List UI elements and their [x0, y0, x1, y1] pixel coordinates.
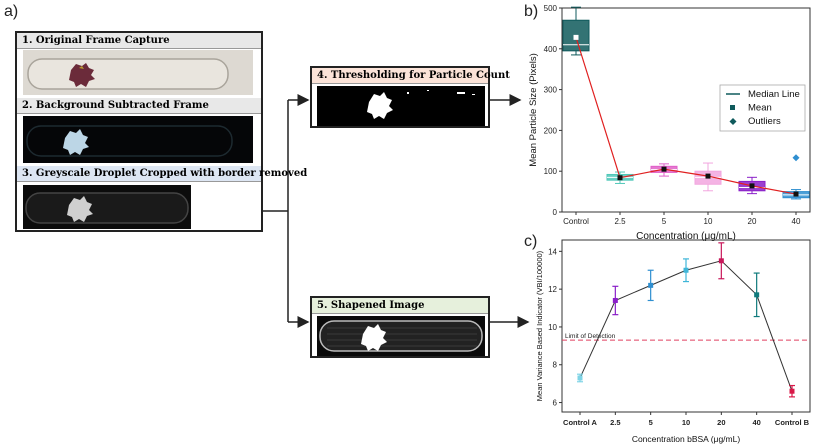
x-tick-label: 2.5 — [610, 418, 620, 427]
panel-label-a: a) — [4, 3, 19, 20]
x-tick-label: 40 — [792, 217, 801, 226]
outlier-marker — [792, 154, 800, 162]
data-point — [754, 292, 760, 298]
greyscale-droplet-svg — [25, 192, 189, 224]
legend-swatch-outliers — [729, 118, 737, 125]
mean-marker — [705, 173, 711, 179]
y-tick-label: 300 — [544, 86, 558, 95]
data-point — [683, 267, 689, 273]
plot-frame — [561, 7, 811, 213]
x-tick-label: 5 — [649, 418, 653, 427]
x-tick-label: 10 — [704, 217, 713, 226]
data-point — [648, 282, 654, 288]
x-tick-label: 5 — [662, 217, 667, 226]
data-point — [577, 375, 583, 381]
x-tick-label: 40 — [752, 418, 760, 427]
mean-marker — [573, 34, 579, 40]
step4-title: 4. Thresholding for Particle Count — [312, 68, 510, 84]
original-frame-image — [23, 50, 253, 95]
background-subtracted-svg — [26, 125, 233, 157]
legend-label: Mean — [748, 103, 772, 114]
x-axis-label: Concentration bBSA (μg/mL) — [632, 434, 741, 444]
mean-marker — [617, 175, 623, 181]
y-tick-label: 400 — [544, 45, 558, 54]
y-tick-label: 500 — [544, 4, 558, 13]
mean-marker — [793, 191, 799, 197]
step2-section: 2. Background Subtracted Frame — [17, 98, 261, 165]
step1-section: 1. Original Frame Capture — [17, 33, 261, 97]
data-point — [718, 258, 724, 264]
mean-marker — [749, 183, 755, 189]
legend-swatch-mean — [730, 105, 735, 110]
legend-label: Median Line — [748, 89, 800, 100]
data-point — [789, 388, 795, 394]
sharpened-svg — [319, 320, 483, 352]
sharpened-image — [317, 316, 485, 356]
y-tick-label: 0 — [553, 208, 558, 217]
threshold-image — [317, 86, 485, 126]
step2-title: 2. Background Subtracted Frame — [17, 98, 261, 114]
y-axis-label: Mean Variance Based Indicator (VBI/10000… — [535, 250, 544, 401]
y-tick-label: 8 — [553, 361, 558, 370]
greyscale-droplet-image — [23, 185, 191, 229]
panel-label-b: b) — [524, 3, 539, 20]
limit-of-detection-label: Limit of Detection — [565, 333, 616, 340]
y-tick-label: 12 — [548, 285, 557, 294]
step5-title: 5. Shapened Image — [312, 298, 488, 314]
legend-label: Outliers — [748, 116, 781, 127]
threshold-svg — [367, 90, 475, 119]
x-tick-label: 2.5 — [614, 217, 626, 226]
x-axis-label: Concentration (μg/mL) — [636, 231, 736, 242]
step1-title: 1. Original Frame Capture — [17, 33, 261, 49]
x-tick-label: 20 — [748, 217, 757, 226]
y-tick-label: 14 — [548, 247, 557, 256]
x-tick-label: Control A — [563, 418, 597, 427]
y-axis-label: Mean Particle Size (Pixels) — [528, 53, 539, 167]
background-subtracted-image — [23, 116, 253, 163]
x-tick-label: 10 — [682, 418, 690, 427]
y-tick-label: 6 — [553, 399, 558, 408]
step3-title: 3. Greyscale Droplet Cropped with border… — [17, 166, 307, 182]
y-tick-label: 200 — [544, 126, 558, 135]
data-point — [612, 297, 618, 303]
x-tick-label: 20 — [717, 418, 725, 427]
step5-box: 5. Shapened Image — [310, 296, 490, 358]
original-frame-svg — [27, 58, 229, 90]
y-tick-label: 10 — [548, 323, 557, 332]
mean-marker — [661, 166, 667, 172]
x-tick-label: Control — [563, 217, 589, 226]
step4-box: 4. Thresholding for Particle Count — [310, 66, 510, 128]
y-tick-label: 100 — [544, 167, 558, 176]
mean-connector-line — [575, 37, 797, 195]
step3-section: 3. Greyscale Droplet Cropped with border… — [17, 166, 307, 230]
panel-label-c: c) — [524, 233, 538, 250]
x-tick-label: Control B — [775, 418, 810, 427]
